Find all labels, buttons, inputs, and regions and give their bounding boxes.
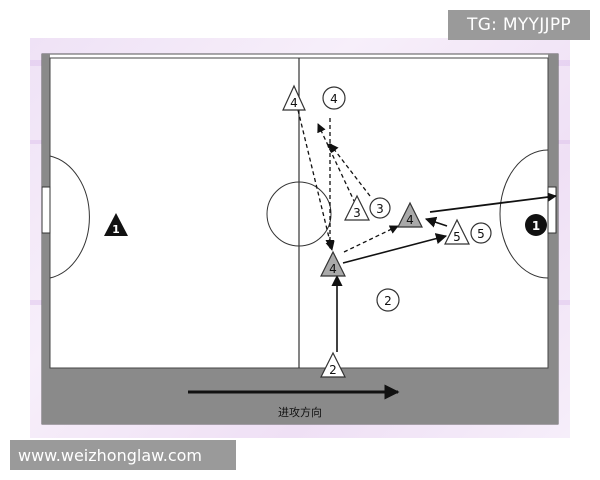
player-number: 5 <box>453 230 461 244</box>
circle-5: 5 <box>470 222 492 244</box>
right-goal <box>547 186 557 234</box>
player-number: 1 <box>532 219 540 233</box>
shot-to-goal <box>429 192 557 213</box>
dashed-run-4-left <box>297 109 335 251</box>
dashed-run-3-top <box>317 123 356 204</box>
circle-2: 2 <box>376 288 400 312</box>
player-number: 4 <box>329 262 337 276</box>
circle-black-1: 1 <box>525 214 547 236</box>
pass-5-to-4 <box>424 216 448 228</box>
bottom-band <box>42 368 558 424</box>
player-number: 5 <box>477 227 485 241</box>
court-surface <box>41 53 559 425</box>
triangle-gray-4-right: 4 <box>397 201 423 228</box>
left-band <box>42 54 50 424</box>
circle-3: 3 <box>369 197 391 219</box>
pass-4-to-5 <box>342 233 448 264</box>
player-number: 3 <box>353 206 361 220</box>
right-band <box>548 54 558 424</box>
player-number: 4 <box>406 213 414 227</box>
player-number: 4 <box>290 96 298 110</box>
attack-direction-label: 进攻方向 <box>278 405 322 419</box>
left-goal <box>41 186 51 234</box>
ball-dot <box>327 143 333 149</box>
triangle-white-2: 2 <box>320 351 346 378</box>
circle-4: 4 <box>322 86 346 110</box>
player-number: 3 <box>376 202 384 216</box>
watermark-bottom: www.weizhonglaw.com <box>10 440 236 470</box>
triangle-black-1: 1 <box>104 213 128 236</box>
triangle-white-5: 5 <box>444 218 470 245</box>
dashed-run-4-to-pos <box>343 225 399 253</box>
triangle-gray-4-center: 4 <box>320 250 346 277</box>
watermark-top: TG: MYYJJPP <box>448 10 590 40</box>
left-penalty-arc <box>49 155 90 279</box>
player-number: 4 <box>330 92 338 106</box>
triangle-white-4-top: 4 <box>282 84 306 111</box>
player-number: 1 <box>112 223 120 236</box>
player-number: 2 <box>384 294 392 308</box>
triangle-white-3: 3 <box>344 194 370 221</box>
dashed-run-3-right <box>329 143 371 197</box>
right-penalty-arc <box>499 149 549 279</box>
player-number: 2 <box>329 363 337 377</box>
center-circle <box>266 181 332 247</box>
